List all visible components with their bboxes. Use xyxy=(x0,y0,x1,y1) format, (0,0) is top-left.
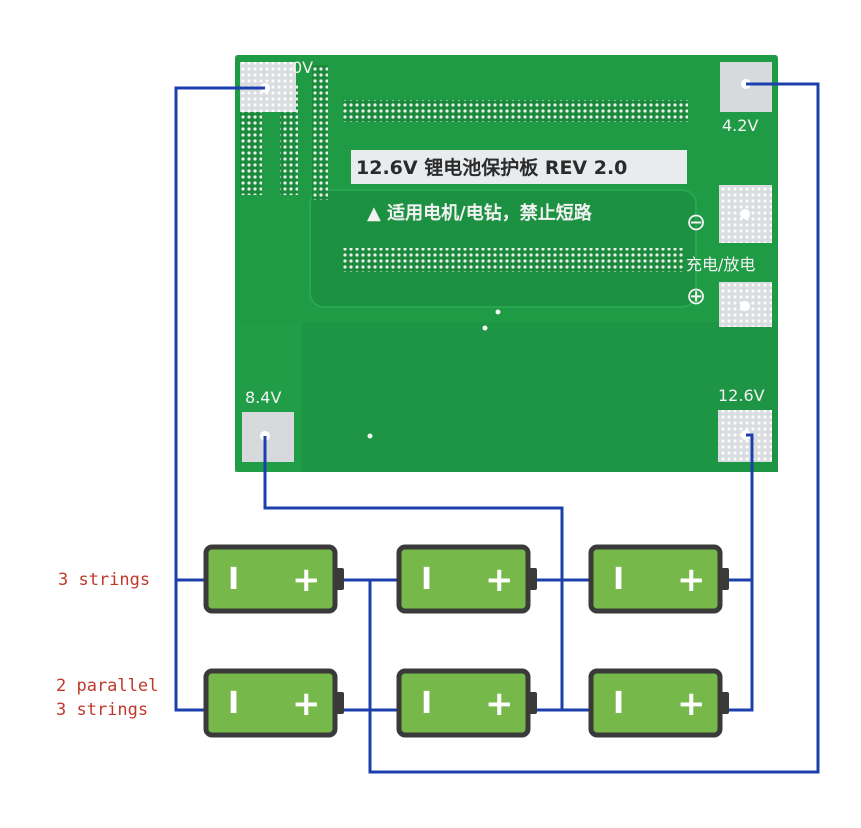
battery-positive-mark: + xyxy=(485,684,514,724)
battery-positive-mark: + xyxy=(292,560,321,600)
battery-cell-body xyxy=(203,668,338,738)
wire-8v4 xyxy=(263,436,564,710)
plus-symbol: ⊕ xyxy=(686,282,707,310)
label-3-strings: 3 strings xyxy=(58,570,151,590)
minus-symbol: ⊖ xyxy=(686,208,707,236)
warning-icon: ▲ xyxy=(367,203,381,224)
pcb-via-column-left-a xyxy=(240,85,262,195)
board-warning: ▲ 适用电机/电钻，禁止短路 xyxy=(367,203,592,224)
pcb-via-row-top xyxy=(343,100,688,122)
battery-terminal-cap xyxy=(336,692,344,714)
battery-negative-mark: I xyxy=(228,686,239,721)
label-0v: 0V xyxy=(292,58,314,77)
battery-positive-mark: + xyxy=(292,684,321,724)
battery-positive-mark: + xyxy=(677,684,706,724)
wiring xyxy=(174,82,820,774)
pcb-lower-copper xyxy=(302,322,778,472)
battery-positive-mark: + xyxy=(677,560,706,600)
battery-terminal-cap xyxy=(529,568,537,590)
label-2-parallel: 2 parallel xyxy=(56,676,159,696)
battery-cell: I+ xyxy=(588,544,729,614)
pcb-title-plate xyxy=(351,150,687,184)
charge-discharge-label: 充电/放电 xyxy=(686,255,756,274)
battery-cell: I+ xyxy=(588,668,729,738)
label-12v6: 12.6V xyxy=(718,386,765,405)
pcb-board xyxy=(235,55,778,472)
battery-terminal-cap xyxy=(529,692,537,714)
battery-cell: I+ xyxy=(396,544,537,614)
wire-4v2 xyxy=(368,82,820,774)
battery-cell-body xyxy=(203,544,338,614)
battery-terminal-cap xyxy=(721,692,729,714)
battery-positive-mark: + xyxy=(485,560,514,600)
wire-12v6 xyxy=(720,433,754,712)
battery-negative-mark: I xyxy=(421,562,432,597)
board-title: 12.6V 锂电池保护板 REV 2.0 xyxy=(356,157,628,179)
battery-terminal-cap xyxy=(721,568,729,590)
battery-cell: I+ xyxy=(396,668,537,738)
label-4v2: 4.2V xyxy=(722,116,759,135)
battery-cell: I+ xyxy=(203,668,344,738)
battery-negative-mark: I xyxy=(613,686,624,721)
wire-0v xyxy=(174,86,265,712)
battery-cell-body xyxy=(588,544,723,614)
battery-negative-mark: I xyxy=(228,562,239,597)
label-3-strings-parallel: 3 strings xyxy=(56,700,149,720)
label-8v4: 8.4V xyxy=(245,388,282,407)
battery-cell-body xyxy=(588,668,723,738)
pcb-via-column-left-c xyxy=(312,65,328,200)
battery-negative-mark: I xyxy=(421,686,432,721)
battery-terminal-cap xyxy=(336,568,344,590)
battery-cell-body xyxy=(396,668,531,738)
battery-cell: I+ xyxy=(203,544,344,614)
battery-cells: I+I+I+I+I+I+ xyxy=(203,544,729,738)
pcb-via-column-left-b xyxy=(280,85,298,195)
battery-negative-mark: I xyxy=(613,562,624,597)
battery-cell-body xyxy=(396,544,531,614)
pcb-via-row-middle xyxy=(343,248,683,272)
